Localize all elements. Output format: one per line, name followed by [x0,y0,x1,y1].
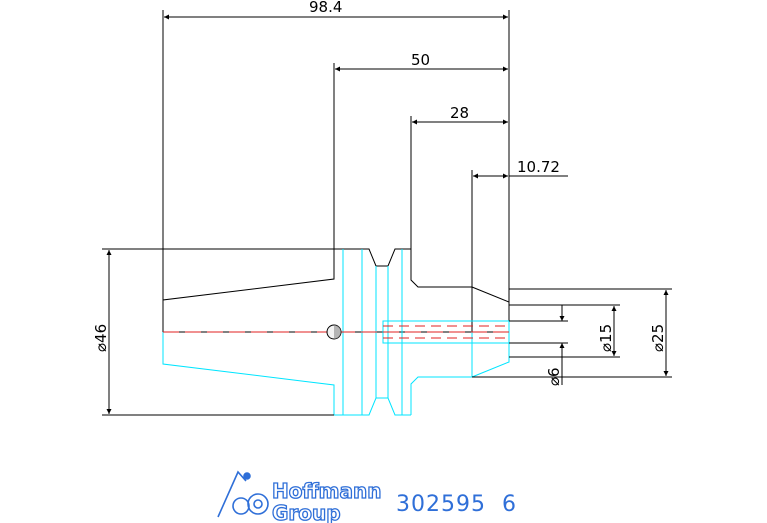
part-number: 302595 6 [396,492,517,517]
dim-flange-to-end-label: 28 [450,104,469,122]
dim-pilot-length-label: 10.72 [517,158,560,176]
dim-nose-diameter-label: ⌀25 [649,324,667,352]
dim-pilot-length [471,170,568,287]
dim-small-diameter [509,305,568,385]
dim-bore-diameter-label: ⌀15 [597,324,615,352]
dim-flange-to-end [410,116,508,249]
dim-taper-gauge-length [333,63,508,249]
dim-taper-gauge-length-label: 50 [411,51,430,69]
dim-bore-diameter [509,304,620,358]
dim-overall-length-label: 98.4 [309,0,342,16]
logo-line-2: Group [272,501,341,523]
centerline [163,325,509,339]
center-marker [326,324,342,340]
logo-line-1: Hoffmann [272,479,382,503]
dim-flange-diameter-label: ⌀46 [92,324,110,352]
dim-overall-length [162,10,510,302]
dim-nose-diameter [472,288,672,378]
dim-flange-diameter [102,248,334,416]
part-outline-upper [162,248,510,333]
hoffmann-group-logo: Hoffmann Group [217,470,382,523]
logo-mark-icon [217,470,269,518]
dim-small-diameter-label: ⌀6 [545,367,563,386]
